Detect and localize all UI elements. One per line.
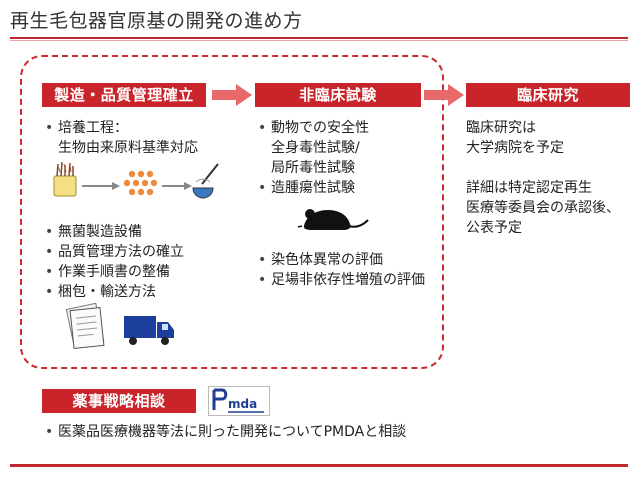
delivery-truck-icon <box>124 316 174 345</box>
title-underline-thin <box>10 40 628 41</box>
manufacturing-bullet-list: 無菌製造設備 品質管理方法の確立 作業手順書の整備 梱包・輸送方法 <box>42 222 184 302</box>
list-item-detail: 局所毒性試験 <box>271 160 355 176</box>
nonclinical-tumor-list: 染色体異常の評価 足場非依存性増殖の評価 <box>255 250 425 290</box>
list-item: 染色体異常の評価 <box>255 250 425 270</box>
manufacturing-culture-bullet: 培養工程： <box>42 118 198 138</box>
list-item: 足場非依存性増殖の評価 <box>255 270 425 290</box>
list-item: 造腫瘍性試験 <box>255 178 369 198</box>
list-item: 作業手順書の整備 <box>42 262 184 282</box>
cells-icon <box>123 170 158 196</box>
arrow-right-icon <box>424 84 464 106</box>
nonclinical-safety-list: 動物での安全性 全身毒性試験/ 局所毒性試験 造腫瘍性試験 <box>255 118 369 198</box>
clinical-line: 詳細は特定認定再生 <box>466 180 592 196</box>
documents-icon <box>65 302 105 350</box>
stage-manufacturing-header: 製造・品質管理確立 <box>42 83 206 107</box>
page-title: 再生毛包器官原基の開発の進め方 <box>10 10 303 32</box>
stage-clinical-header: 臨床研究 <box>466 83 630 107</box>
list-item: 品質管理方法の確立 <box>42 242 184 262</box>
clinical-research-text: 臨床研究は 大学病院を予定 詳細は特定認定再生 医療等委員会の承認後、 公表予定 <box>466 118 620 238</box>
list-item: 動物での安全性 <box>255 118 369 138</box>
clinical-line: 臨床研究は <box>466 120 536 136</box>
list-item-detail: 全身毒性試験/ <box>271 140 360 156</box>
pmda-logo: mda <box>208 386 270 416</box>
list-item: 無菌製造設備 <box>42 222 184 242</box>
clinical-line: 公表予定 <box>466 220 522 236</box>
title-underline <box>10 37 628 39</box>
svg-text:mda: mda <box>228 397 257 411</box>
preclinical-phase-frame <box>20 55 444 369</box>
clinical-line: 医療等委員会の承認後、 <box>466 200 620 216</box>
footer-rule <box>10 464 628 467</box>
culture-dish-icon <box>192 163 219 199</box>
clinical-line: 大学病院を予定 <box>466 140 564 156</box>
manufacturing-culture-text: 培養工程： 生物由来原料基準対応 <box>42 118 198 158</box>
consultation-bullet-list: 医薬品医療機器等法に則った開発についてPMDAと相談 <box>42 422 406 442</box>
arrow-right-icon <box>212 84 252 106</box>
manufacturing-culture-detail: 生物由来原料基準対応 <box>58 140 198 156</box>
list-item: 梱包・輸送方法 <box>42 282 184 302</box>
tissue-sample-icon <box>53 161 77 197</box>
culture-process-illustration <box>53 161 219 199</box>
consultation-header: 薬事戦略相談 <box>42 389 196 413</box>
list-item: 医薬品医療機器等法に則った開発についてPMDAと相談 <box>42 422 406 442</box>
mouse-icon <box>298 209 369 230</box>
stage-nonclinical-header: 非臨床試験 <box>255 83 421 107</box>
